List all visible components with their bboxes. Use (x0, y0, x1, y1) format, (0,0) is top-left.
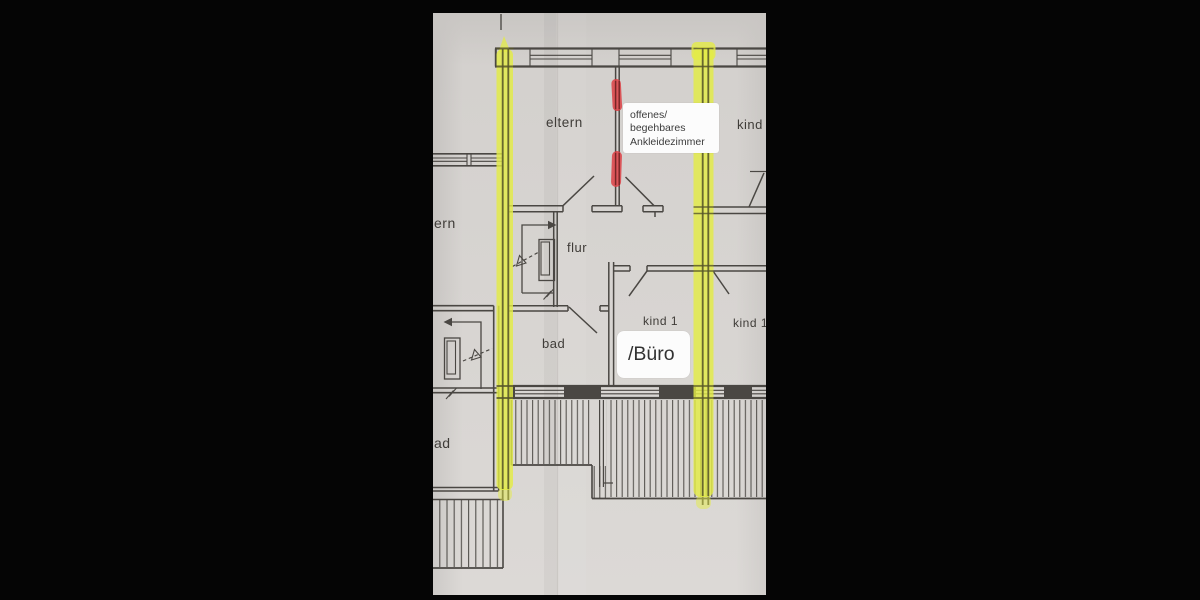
floorplan-drawing (433, 13, 766, 595)
windows (509, 48, 766, 398)
room-label-bad: bad (542, 336, 566, 351)
flue-symbol-left (443, 317, 493, 400)
yellow-highlight-left-wall (496, 36, 514, 501)
annotation-line: begehbares (630, 122, 686, 135)
room-label-flur: flur (567, 240, 588, 255)
room-label-kind1-right: kind 1 (733, 316, 766, 330)
room-label-kind-top: kind (737, 117, 763, 132)
room-label-bad-partial: ad (434, 435, 451, 451)
room-label-eltern-partial: ern (434, 215, 456, 231)
annotation-line: Ankleidezimmer (630, 135, 705, 148)
annotation-line: offenes/ (630, 109, 668, 121)
annotation-buero: /Büro (617, 331, 690, 378)
flue-symbol-flur (512, 220, 557, 300)
balcony-hatching (433, 400, 766, 569)
annotation-text: /Büro (628, 343, 675, 365)
door-swings (562, 172, 765, 334)
red-highlight-marks (611, 79, 623, 188)
room-label-eltern: eltern (546, 115, 583, 130)
room-label-kind1: kind 1 (643, 314, 679, 328)
annotation-ankleidezimmer: offenes/ begehbares Ankleidezimmer (623, 103, 719, 153)
paper-fold (556, 13, 587, 595)
yellow-highlight-right-wall (691, 42, 716, 509)
floorplan-photo: eltern ern flur bad ad kind kind 1 kind … (433, 13, 766, 595)
